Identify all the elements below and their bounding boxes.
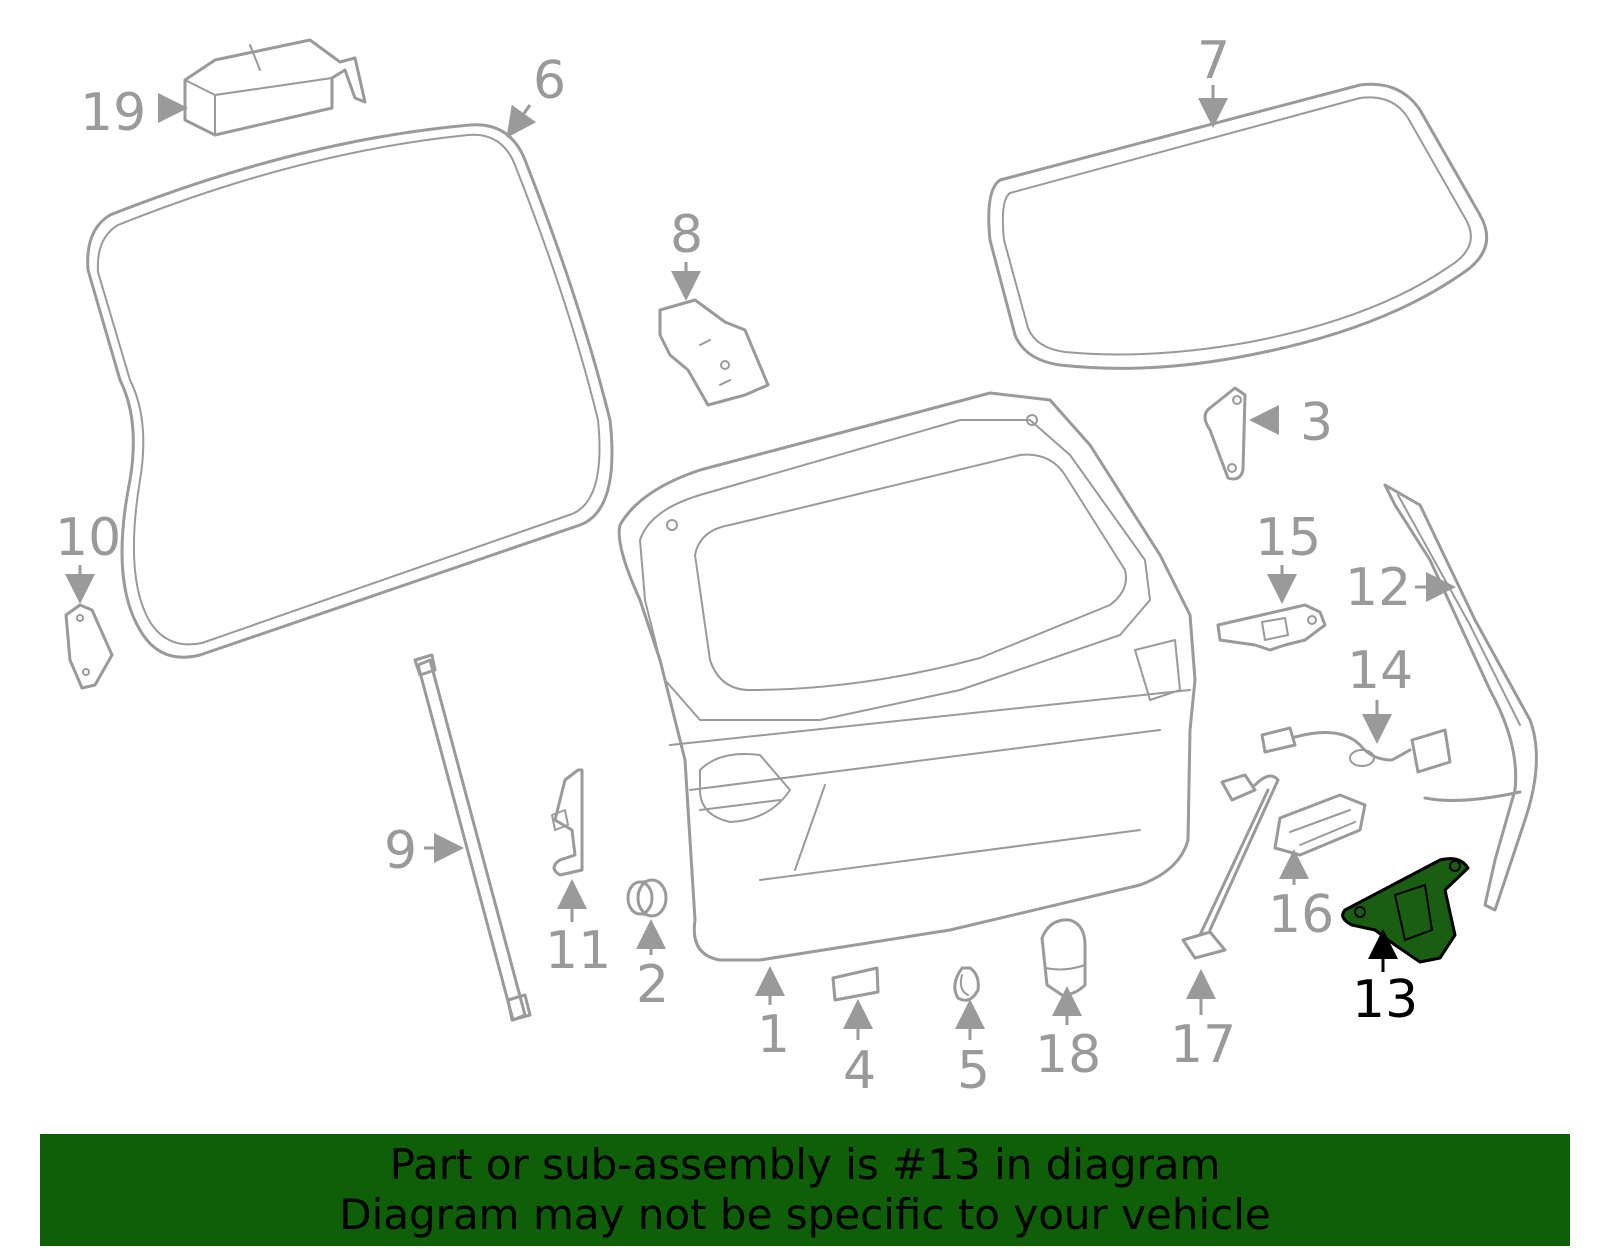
part-16-switch	[1273, 793, 1367, 857]
label-6: 6	[533, 51, 566, 111]
part-15-bracket	[1216, 603, 1327, 652]
part-9-strut	[413, 653, 532, 1022]
label-2: 2	[636, 955, 669, 1015]
label-8: 8	[670, 205, 703, 265]
label-13: 13	[1352, 970, 1418, 1030]
label-19: 19	[80, 83, 146, 143]
label-16: 16	[1268, 885, 1334, 945]
label-11: 11	[545, 921, 611, 981]
part-2-bumper	[626, 878, 668, 918]
part-3-bracket	[1203, 386, 1247, 481]
label-9: 9	[384, 821, 417, 881]
label-12: 12	[1345, 558, 1411, 618]
part-11-bracket	[551, 768, 584, 877]
label-5: 5	[957, 1041, 990, 1101]
part-12-garnish	[1383, 483, 1538, 912]
part-14-harness	[1260, 726, 1522, 802]
part-1-back-door	[617, 391, 1197, 962]
banner-line-1: Part or sub-assembly is #13 in diagram	[389, 1140, 1221, 1189]
label-17: 17	[1170, 1015, 1236, 1075]
part-18-cap	[1040, 918, 1087, 997]
info-banner: Part or sub-assembly is #13 in diagram D…	[40, 1134, 1570, 1246]
part-5-clip	[953, 966, 980, 1002]
label-1: 1	[757, 1005, 790, 1065]
part-4-plate	[831, 966, 880, 1002]
part-6-weatherstrip	[86, 123, 614, 659]
callout-labels: 19 6 7 8 3 10 15 12 14 9 11 2 16 1 4 5 1…	[55, 31, 1418, 1101]
label-15: 15	[1255, 508, 1321, 568]
part-10-bracket	[64, 603, 114, 690]
label-10: 10	[55, 508, 121, 568]
part-7-rear-glass	[987, 82, 1489, 370]
label-3: 3	[1300, 393, 1333, 453]
label-14: 14	[1347, 641, 1413, 701]
part-13-highlighted	[1341, 857, 1470, 964]
part-17-cable	[1181, 773, 1280, 960]
label-4: 4	[843, 1041, 876, 1101]
part-19-module	[183, 38, 367, 137]
part-8-hinge	[658, 298, 770, 407]
label-18: 18	[1035, 1025, 1101, 1085]
banner-line-2: Diagram may not be specific to your vehi…	[339, 1190, 1271, 1239]
callout-arrows	[65, 85, 1456, 1040]
label-7: 7	[1197, 31, 1230, 91]
